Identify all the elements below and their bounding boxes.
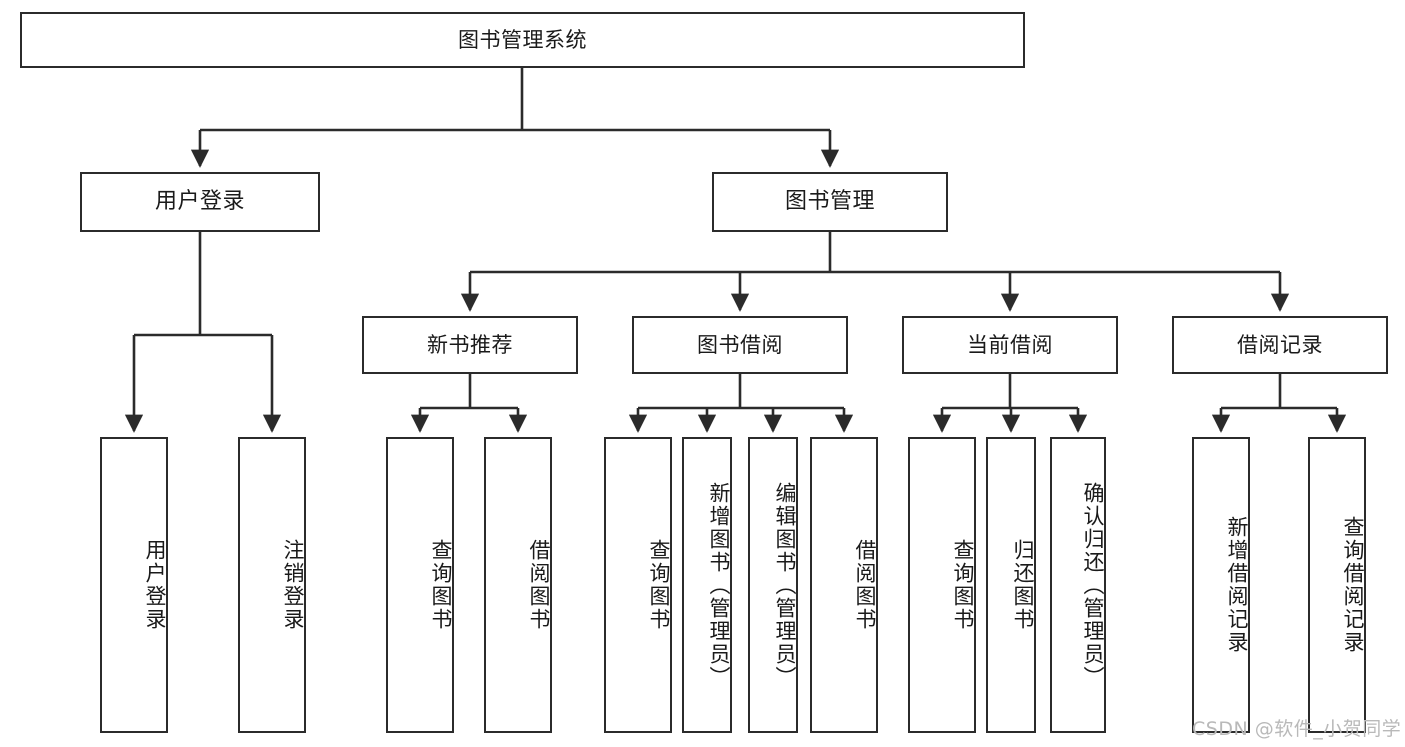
node-leaf-user-login[interactable]: 用户登录: [100, 437, 168, 733]
node-leaf-query-book-new[interactable]: 查询图书: [386, 437, 454, 733]
node-leaf-query-book-borrow[interactable]: 查询图书: [604, 437, 672, 733]
node-book-borrow-label: 图书借阅: [697, 332, 783, 357]
node-leaf-borrow-book-new[interactable]: 借阅图书: [484, 437, 552, 733]
node-user-login[interactable]: 用户登录: [80, 172, 320, 232]
node-leaf-add-borrow-record-label: 新增借阅记录: [1225, 516, 1249, 654]
node-leaf-query-borrow-record[interactable]: 查询借阅记录: [1308, 437, 1366, 733]
node-leaf-edit-book[interactable]: 编辑图书（管理员）: [748, 437, 798, 733]
node-book-management[interactable]: 图书管理: [712, 172, 948, 232]
node-leaf-borrow-book[interactable]: 借阅图书: [810, 437, 878, 733]
node-leaf-borrow-book-new-label: 借阅图书: [527, 539, 551, 631]
node-leaf-query-book-new-label: 查询图书: [429, 539, 453, 631]
node-new-book-recommend[interactable]: 新书推荐: [362, 316, 578, 374]
node-current-borrow[interactable]: 当前借阅: [902, 316, 1118, 374]
node-leaf-user-logout-label: 注销登录: [281, 539, 305, 631]
node-current-borrow-label: 当前借阅: [967, 332, 1053, 357]
node-leaf-query-borrow-record-label: 查询借阅记录: [1341, 516, 1365, 654]
node-leaf-query-book-current-label: 查询图书: [951, 539, 975, 631]
node-leaf-confirm-return[interactable]: 确认归还（管理员）: [1050, 437, 1106, 733]
node-new-book-recommend-label: 新书推荐: [427, 332, 513, 357]
node-leaf-user-login-label: 用户登录: [143, 539, 167, 631]
node-leaf-confirm-return-label: 确认归还（管理员）: [1081, 481, 1105, 689]
node-book-borrow[interactable]: 图书借阅: [632, 316, 848, 374]
node-leaf-return-book-label: 归还图书: [1011, 539, 1035, 631]
node-leaf-query-book-current[interactable]: 查询图书: [908, 437, 976, 733]
node-root-label: 图书管理系统: [458, 27, 587, 52]
node-leaf-add-book[interactable]: 新增图书（管理员）: [682, 437, 732, 733]
node-user-login-label: 用户登录: [154, 189, 245, 215]
node-book-management-label: 图书管理: [784, 189, 875, 215]
node-leaf-add-borrow-record[interactable]: 新增借阅记录: [1192, 437, 1250, 733]
node-leaf-user-logout[interactable]: 注销登录: [238, 437, 306, 733]
node-leaf-query-book-borrow-label: 查询图书: [647, 539, 671, 631]
node-borrow-record-label: 借阅记录: [1237, 332, 1323, 357]
node-leaf-edit-book-label: 编辑图书（管理员）: [773, 481, 797, 689]
node-borrow-record[interactable]: 借阅记录: [1172, 316, 1388, 374]
node-leaf-return-book[interactable]: 归还图书: [986, 437, 1036, 733]
csdn-watermark: CSDN @软件_小贺同学: [1192, 718, 1402, 740]
node-leaf-add-book-label: 新增图书（管理员）: [707, 481, 731, 689]
node-leaf-borrow-book-label: 借阅图书: [853, 539, 877, 631]
node-root[interactable]: 图书管理系统: [20, 12, 1025, 68]
